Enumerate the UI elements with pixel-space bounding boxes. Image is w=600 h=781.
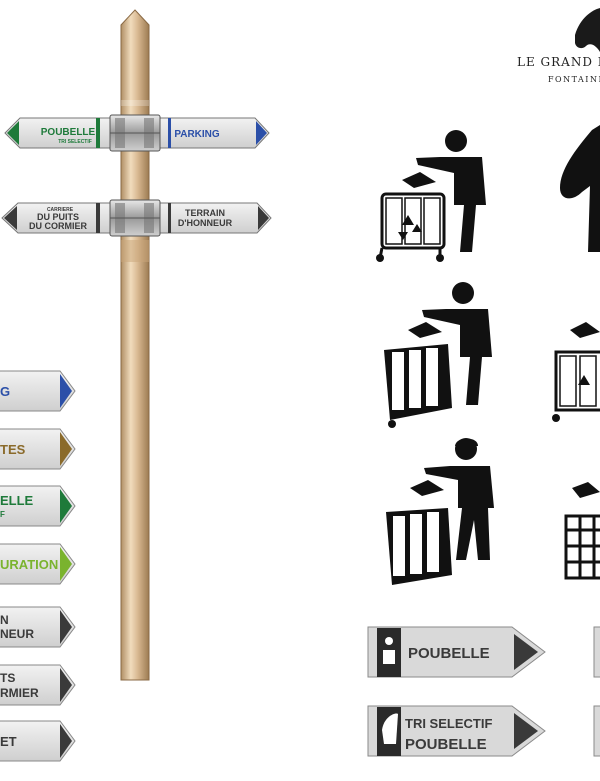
horse-head-icon — [575, 8, 600, 52]
arrow-sign-5-line1: TS — [0, 671, 15, 685]
post-sign-poubelle-sub: TRI SELECTIF — [58, 139, 92, 145]
post-sign-carriere-small: CARRIERE — [47, 207, 74, 213]
post-sign-parking-title: PARKING — [174, 129, 220, 140]
person-recycling-cart-icon — [376, 130, 486, 262]
post-sign-carriere-line2: DU CORMIER — [29, 221, 87, 231]
horse-head-icon — [560, 125, 600, 252]
wire-bin-icon — [564, 482, 600, 580]
logo-name: LE GRAND P — [517, 55, 600, 69]
bin-sign-poubelle: POUBELLE — [367, 626, 546, 678]
arrow-sign-5-line2: RMIER — [0, 686, 39, 700]
post-sign-terrain: TERRAIN D'HONNEUR — [149, 202, 272, 234]
arrow-sign-4-line2: NEUR — [0, 627, 34, 641]
sign-pole — [120, 9, 150, 681]
bin-sign-tri-selectif: TRI SELECTIF POUBELLE — [367, 705, 546, 757]
arrow-sign-3: URATION — [0, 543, 76, 585]
rider-dumpster-icon — [386, 438, 494, 585]
arrow-sign-2-line2: F — [0, 510, 5, 519]
bin-sign-poubelle-line1: POUBELLE — [408, 645, 490, 662]
logo-tagline: FONTAINE — [548, 75, 600, 84]
bin-sign-tri-selectif-line2: POUBELLE — [405, 736, 487, 753]
brand-logo: LE GRAND P FONTAINE — [517, 8, 600, 84]
upper-clamp — [109, 114, 161, 152]
arrow-sign-1-line1: TES — [0, 442, 26, 457]
arrow-sign-5: TS RMIER — [0, 664, 76, 706]
cropped-sign-edge — [593, 626, 600, 678]
person-dumpster-icon — [384, 282, 492, 428]
arrow-sign-0-line1: G — [0, 384, 10, 399]
post-sign-carriere: CARRIERE DU PUITS DU CORMIER — [1, 202, 121, 234]
lower-clamp — [109, 199, 161, 237]
post-sign-terrain-line2: D'HONNEUR — [178, 218, 233, 228]
arrow-sign-3-line1: URATION — [0, 557, 58, 572]
post-sign-parking: PARKING — [149, 117, 270, 149]
arrow-sign-4: N NEUR — [0, 606, 76, 648]
bin-sign-tri-selectif-line1: TRI SELECTIF — [405, 716, 492, 731]
post-sign-terrain-line1: TERRAIN — [185, 208, 225, 218]
cropped-sign-edge — [593, 705, 600, 757]
arrow-sign-2-line1: ELLE — [0, 493, 34, 508]
post-sign-poubelle: POUBELLE TRI SELECTIF — [4, 117, 121, 149]
arrow-sign-6-line1: ET — [0, 734, 17, 749]
arrow-sign-6: ET — [0, 720, 76, 762]
arrow-sign-4-line1: N — [0, 613, 9, 627]
recycling-cart-icon — [552, 322, 600, 422]
post-sign-poubelle-title: POUBELLE — [41, 127, 96, 138]
arrow-sign-1: TES — [0, 428, 76, 470]
arrow-sign-0: G — [0, 370, 76, 412]
post-sign-carriere-line1: DU PUITS — [37, 212, 79, 222]
arrow-sign-2: ELLE F — [0, 485, 76, 527]
